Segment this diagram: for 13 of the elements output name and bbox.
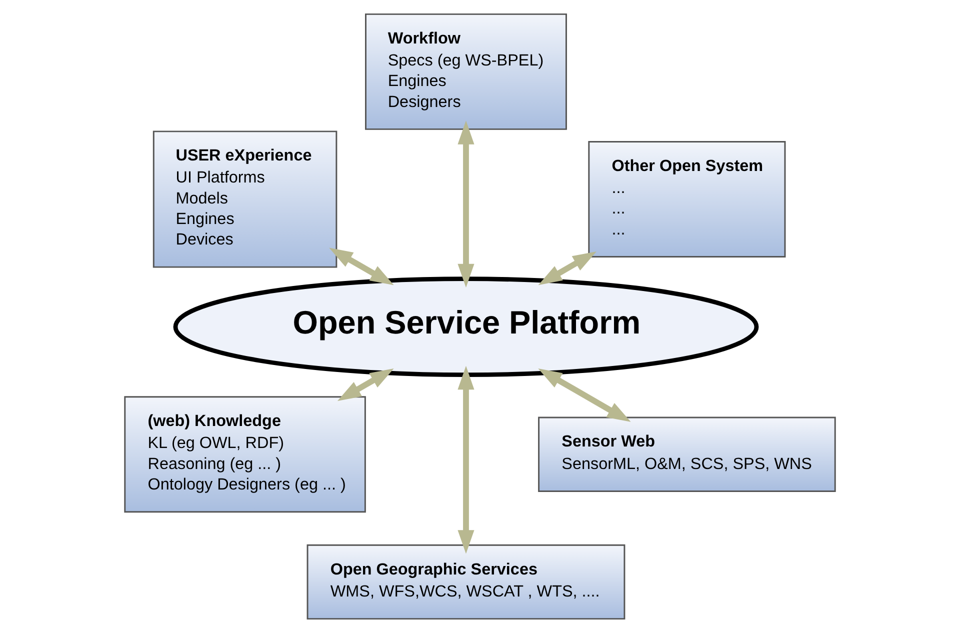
node-box: Sensor Web SensorML, O&M, SCS, SPS, WNS bbox=[538, 416, 836, 492]
node-ellipse: Open Service Platform bbox=[172, 276, 758, 378]
node-box: Other Open System ... ... ... bbox=[588, 141, 786, 258]
arrow bbox=[538, 368, 630, 422]
arrow bbox=[457, 366, 474, 554]
arrow bbox=[336, 368, 394, 402]
node-box: USER eXperience UI Platforms Models Engines Devices bbox=[152, 130, 337, 268]
arrow bbox=[538, 251, 596, 286]
arrow bbox=[328, 248, 394, 286]
node-box: (web) Knowledge KL (eg OWL, RDF) Reasoning (eg ... ) Ontology Designers (eg ... ) bbox=[124, 396, 366, 513]
node-box: Open Geographic Services WMS, WFS,WCS, WSCAT , WTS, .... bbox=[306, 544, 625, 620]
node-box: Workflow Specs (eg WS-BPEL) Engines Designers bbox=[364, 13, 566, 130]
arrow bbox=[457, 120, 474, 288]
